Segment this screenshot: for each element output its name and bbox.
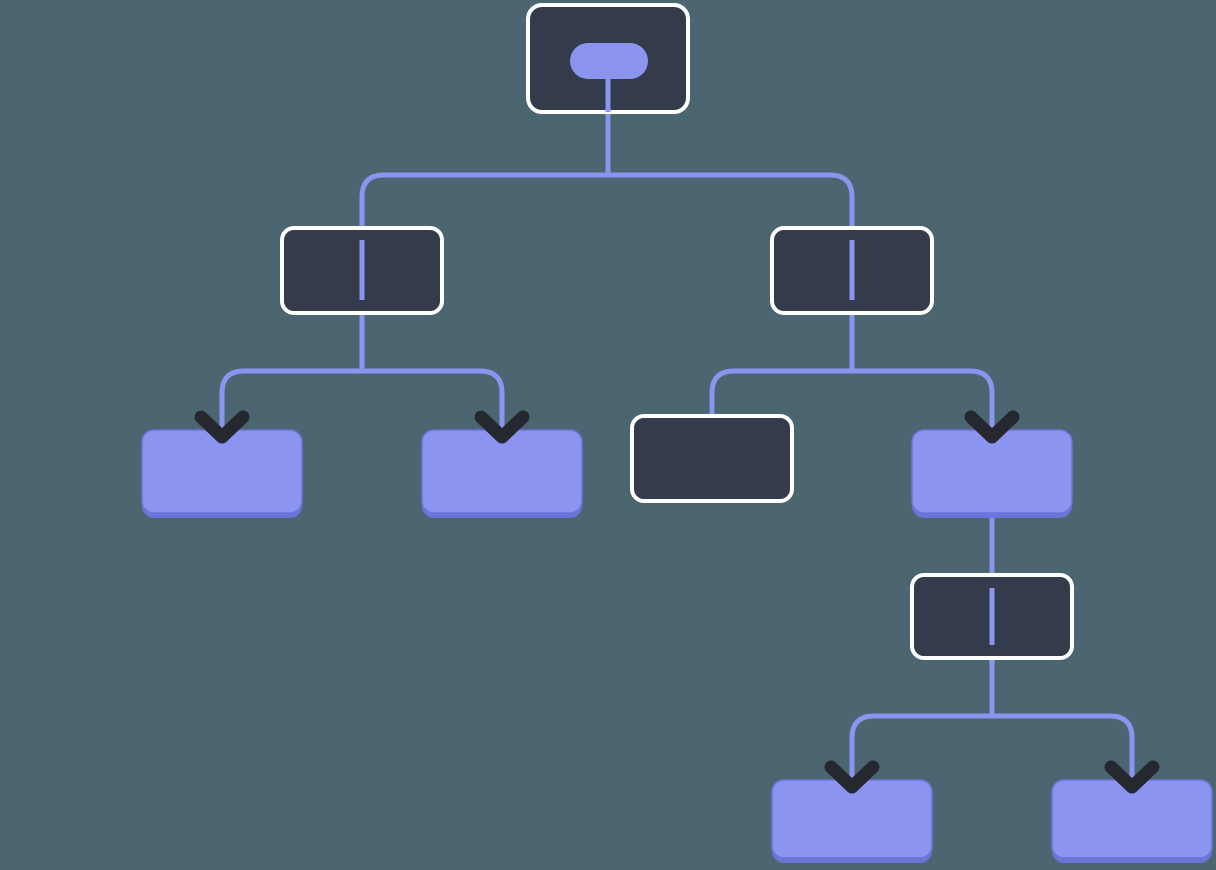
edge-edge-branch-right-to-dark-plain	[709, 313, 855, 416]
edge-edge-root-to-branch-right	[605, 112, 855, 228]
nodes-layer	[141, 3, 1213, 863]
arrowhead-icon	[1104, 760, 1160, 794]
node-leaf-c[interactable]	[771, 779, 933, 863]
node-node-dark-plain[interactable]	[630, 414, 794, 503]
arrowhead-icon	[964, 410, 1020, 444]
node-node-accent-mid[interactable]	[911, 429, 1073, 518]
arrowhead-icon	[824, 760, 880, 794]
node-leaf-d[interactable]	[1051, 779, 1213, 863]
node-leaf-b[interactable]	[421, 429, 583, 518]
arrowhead-icon	[194, 410, 250, 444]
node-pill-stem	[605, 79, 611, 112]
arrowheads-layer	[194, 240, 1160, 794]
edge-edge-branch-right-to-accent-mid	[849, 313, 995, 432]
node-leaf-a[interactable]	[141, 429, 303, 518]
edge-edge-branch-left-to-leaf-a	[219, 313, 365, 432]
edge-edge-branch-lower-to-leaf-c	[849, 658, 995, 782]
edge-edge-branch-left-to-leaf-b	[359, 313, 505, 432]
edge-edge-branch-lower-to-leaf-d	[989, 658, 1135, 782]
node-pill-badge	[570, 43, 648, 79]
edge-edge-root-to-branch-left	[359, 112, 611, 228]
arrowhead-icon	[474, 410, 530, 444]
node-body[interactable]	[630, 414, 794, 503]
node-root[interactable]	[526, 3, 690, 114]
